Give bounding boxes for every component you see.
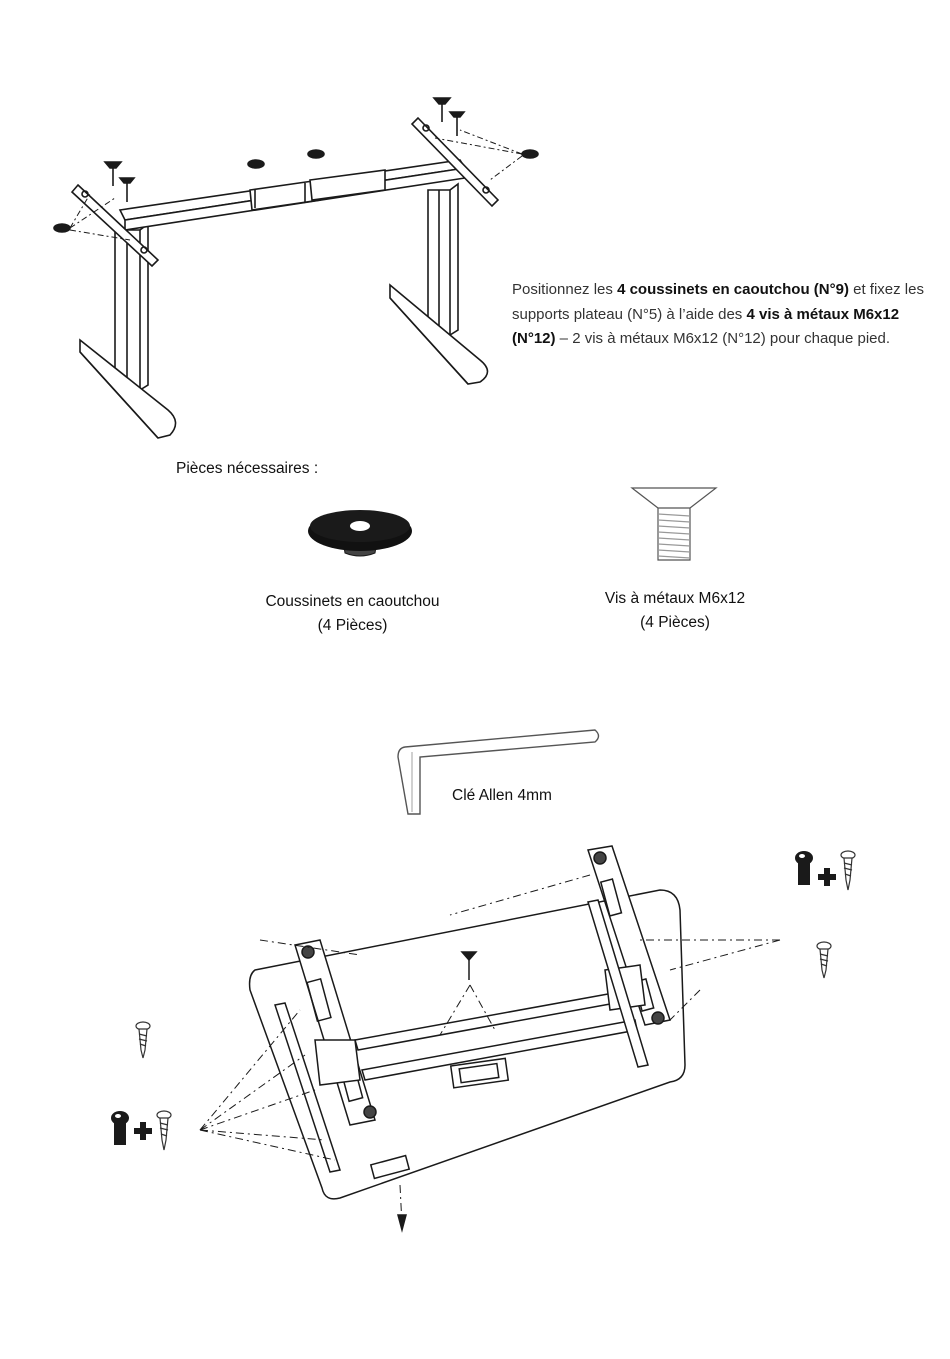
desk-frame-illustration [40,90,560,550]
instruction-part3: – 2 vis à métaux M6x12 (N°12) pour chaqu… [556,330,891,347]
allen-key-caption: Clé Allen 4mm [452,787,552,805]
rubber-pad-caption: Coussinets en caoutchou (4 Pièces) [240,590,465,638]
screw-icon [105,162,134,202]
instruction-bold1: 4 coussinets en caoutchou (N°9) [617,281,849,298]
parts-title: Pièces nécessaires : [176,460,318,478]
bolt-plus-screw-icon [792,848,862,893]
instruction-part1: Positionnez les [512,281,617,298]
rubber-pad-icon [305,505,415,565]
machine-screw-icon [630,486,720,566]
screw-icon [434,98,464,136]
wood-screw-icon [814,940,834,980]
machine-screw-qty: (4 Pièces) [575,611,775,635]
machine-screw-caption: Vis à métaux M6x12 (4 Pièces) [575,587,775,635]
tabletop-assembly-illustration [100,840,900,1240]
wood-screw-icon [133,1020,153,1060]
rubber-pad-qty: (4 Pièces) [240,614,465,638]
rubber-pad-name: Coussinets en caoutchou [240,590,465,614]
instruction-text: Positionnez les 4 coussinets en caoutcho… [512,278,932,352]
machine-screw-name: Vis à métaux M6x12 [575,587,775,611]
bolt-plus-screw-icon [108,1108,178,1153]
